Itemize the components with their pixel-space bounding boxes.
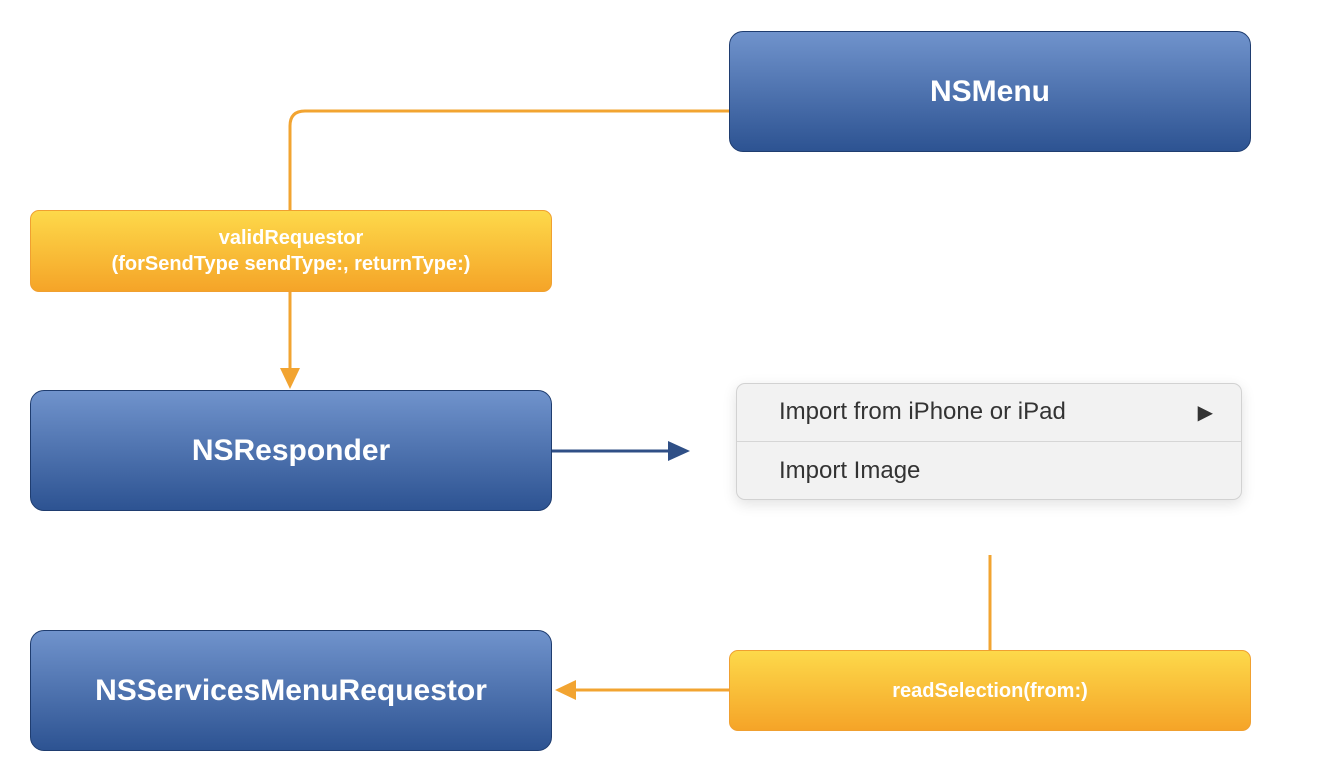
menu-separator [737,441,1241,442]
nsmenu-node: NSMenu [729,31,1251,152]
valid-requestor-line1: validRequestor [218,227,364,249]
context-menu: Import from iPhone or iPad ▶ Import Imag… [736,383,1242,500]
nsmenu-label: NSMenu [930,74,1050,108]
arrowhead-to-nsresponder [280,368,300,389]
menu-item-label: Import Image [779,457,921,484]
arrowhead-to-requestor [555,680,576,700]
read-selection-call: readSelection(from:) [729,650,1251,731]
valid-requestor-line2: (forSendType sendType:, returnType:) [111,253,471,275]
services-menu-requestor-node: NSServicesMenuRequestor [30,630,552,751]
submenu-arrow-icon: ▶ [1197,401,1213,424]
menu-item-label: Import from iPhone or iPad [779,398,1066,425]
menu-item-import-image[interactable]: Import Image [737,443,1241,499]
menu-item-import-from-iphone[interactable]: Import from iPhone or iPad ▶ [737,384,1241,440]
services-menu-requestor-label: NSServicesMenuRequestor [95,673,487,707]
nsresponder-label: NSResponder [191,433,391,467]
nsresponder-node: NSResponder [30,390,552,511]
connector-nsmenu-to-valid [288,109,729,210]
arrowhead-to-menu [668,441,690,461]
valid-requestor-call: validRequestor (forSendType sendType:, r… [30,210,552,292]
read-selection-label: readSelection(from:) [892,679,1088,702]
